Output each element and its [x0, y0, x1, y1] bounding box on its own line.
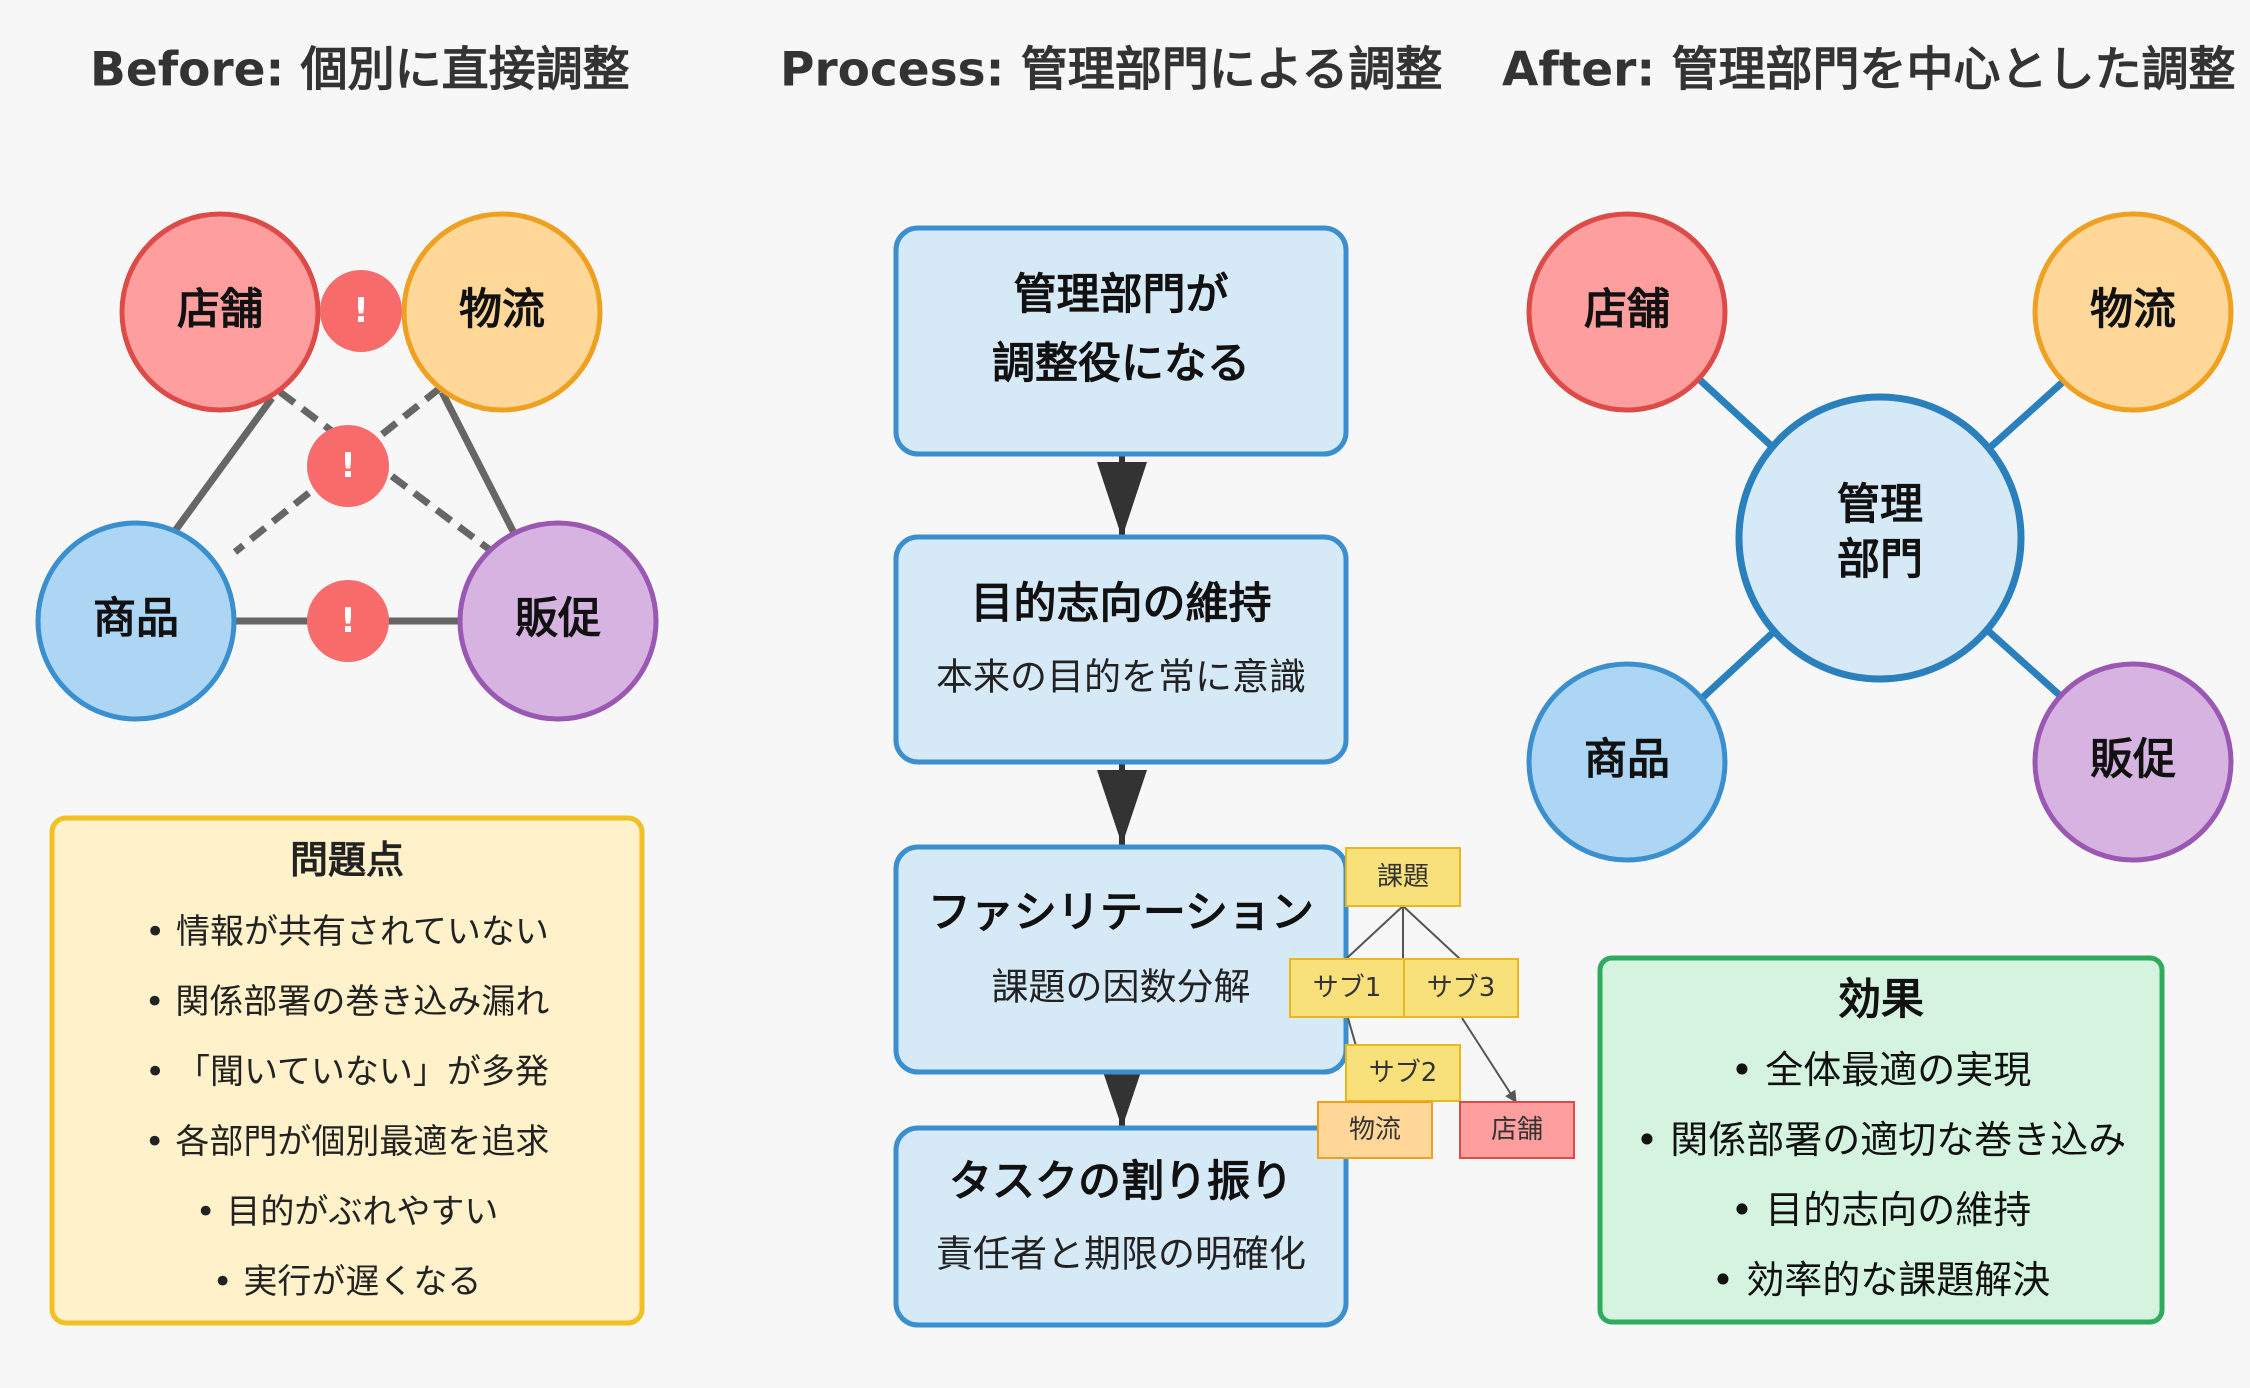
effects-box — [1597, 955, 2165, 1325]
effects-title: 効果 — [1838, 975, 1924, 1025]
problems-panel: 問題点 • 情報が共有されていない • 関係部署の巻き込み漏れ • 「聞いていな… — [49, 815, 645, 1326]
dashed-logistics-product — [232, 385, 443, 555]
before-product-circle — [35, 520, 237, 722]
tree-root-tag — [1345, 847, 1461, 907]
before-title: Before: 個別に直接調整 — [90, 43, 630, 98]
before-store-label: 店舗 — [177, 285, 263, 335]
problem-item: • 実行が遅くなる — [213, 1262, 482, 1302]
hub-label-line1: 管理 — [1837, 480, 1923, 530]
problem-item: • 関係部署の巻き込み漏れ — [145, 982, 550, 1022]
connector-store-product — [169, 395, 275, 538]
warning-mark: ! — [340, 446, 356, 486]
after-promotion-label: 販促 — [2090, 735, 2176, 785]
before-network: 店舗 物流 商品 販促 ! ! ! — [35, 211, 659, 722]
process-step-2 — [893, 534, 1349, 765]
process-step-3 — [893, 844, 1349, 1075]
before-product-label: 商品 — [93, 594, 179, 644]
tree-leaf-logistics — [1317, 1101, 1433, 1159]
tree-sub2-tag — [1345, 1044, 1461, 1102]
process-step-4-title: タスクの割り振り — [949, 1157, 1293, 1207]
tree-sub2-label: サブ2 — [1369, 1058, 1438, 1088]
effect-item: • 全体最適の実現 — [1731, 1048, 2032, 1092]
warning-icon — [307, 580, 389, 662]
tree-sub3-label: サブ3 — [1427, 973, 1496, 1003]
effect-item: • 関係部署の適切な巻き込み — [1636, 1118, 2127, 1162]
down-arrow-icon — [1097, 770, 1147, 845]
down-arrow-icon — [1097, 462, 1147, 538]
spoke — [1697, 625, 1781, 703]
tree-sub1-label: サブ1 — [1313, 973, 1382, 1003]
effect-item: • 目的志向の維持 — [1731, 1188, 2032, 1232]
spoke — [1697, 377, 1781, 455]
tree-leaf-store — [1459, 1101, 1575, 1159]
before-store-circle — [119, 211, 321, 413]
spoke — [1982, 377, 2068, 455]
warning-mark: ! — [340, 601, 356, 641]
process-step-4-subtitle: 責任者と期限の明確化 — [936, 1233, 1306, 1276]
tree-edge — [1402, 905, 1461, 960]
hub-label-line2: 部門 — [1837, 535, 1923, 585]
process-step-2-subtitle: 本来の目的を常に意識 — [936, 656, 1306, 699]
process-step-4 — [893, 1125, 1349, 1328]
process-step-1-line1: 管理部門が — [1014, 270, 1229, 320]
tree-edge — [1461, 1017, 1517, 1104]
tree-leaf-logistics-label: 物流 — [1349, 1115, 1401, 1145]
before-promotion-label: 販促 — [515, 594, 601, 644]
problems-box — [49, 815, 645, 1326]
tree-root-label: 課題 — [1377, 862, 1429, 892]
process-step-1 — [893, 225, 1349, 457]
process-step-2-title: 目的志向の維持 — [971, 579, 1272, 629]
tree-sub3-tag — [1403, 958, 1519, 1018]
before-promotion-circle — [457, 520, 659, 722]
warning-icon — [307, 425, 389, 507]
warning-icon — [320, 270, 402, 352]
after-product-circle — [1526, 661, 1728, 863]
process-step-3-title: ファシリテーション — [928, 888, 1314, 938]
spoke — [1982, 625, 2068, 703]
after-logistics-label: 物流 — [2090, 285, 2176, 335]
after-store-circle — [1526, 211, 1728, 413]
tree-edge — [1345, 905, 1404, 960]
tree-sub1-tag — [1289, 958, 1405, 1018]
connector-logistics-promotion — [438, 390, 519, 537]
problem-item: • 情報が共有されていない — [145, 912, 549, 952]
problem-item: • 「聞いていない」が多発 — [145, 1052, 549, 1092]
after-title: After: 管理部門を中心とした調整 — [1502, 43, 2236, 98]
problem-item: • 各部門が個別最適を追求 — [145, 1122, 550, 1162]
before-logistics-circle — [401, 211, 603, 413]
process-title: Process: 管理部門による調整 — [780, 43, 1442, 98]
process-flow: 管理部門が 調整役になる 目的志向の維持 本来の目的を常に意識 ファシリテーショ… — [893, 225, 1349, 1328]
effects-panel: 効果 • 全体最適の実現 • 関係部署の適切な巻き込み • 目的志向の維持 • … — [1597, 955, 2165, 1325]
after-logistics-circle — [2032, 211, 2234, 413]
problems-title: 問題点 — [290, 838, 404, 882]
problem-item: • 目的がぶれやすい — [196, 1192, 499, 1232]
after-promotion-circle — [2032, 661, 2234, 863]
hub-circle — [1735, 393, 2025, 683]
after-store-label: 店舗 — [1584, 285, 1670, 335]
tree-leaf-store-label: 店舗 — [1491, 1115, 1543, 1145]
after-product-label: 商品 — [1584, 735, 1670, 785]
issue-tree: 課題 サブ1 サブ3 サブ2 物流 店舗 — [1289, 847, 1575, 1159]
warning-mark: ! — [353, 291, 369, 331]
before-logistics-label: 物流 — [459, 285, 545, 335]
process-step-3-subtitle: 課題の因数分解 — [992, 966, 1251, 1009]
dashed-store-promotion — [277, 389, 493, 553]
after-hub-network: 管理 部門 店舗 物流 商品 販促 — [1526, 211, 2234, 863]
process-step-1-line2: 調整役になる — [992, 339, 1250, 389]
effect-item: • 効率的な課題解決 — [1712, 1258, 2051, 1302]
